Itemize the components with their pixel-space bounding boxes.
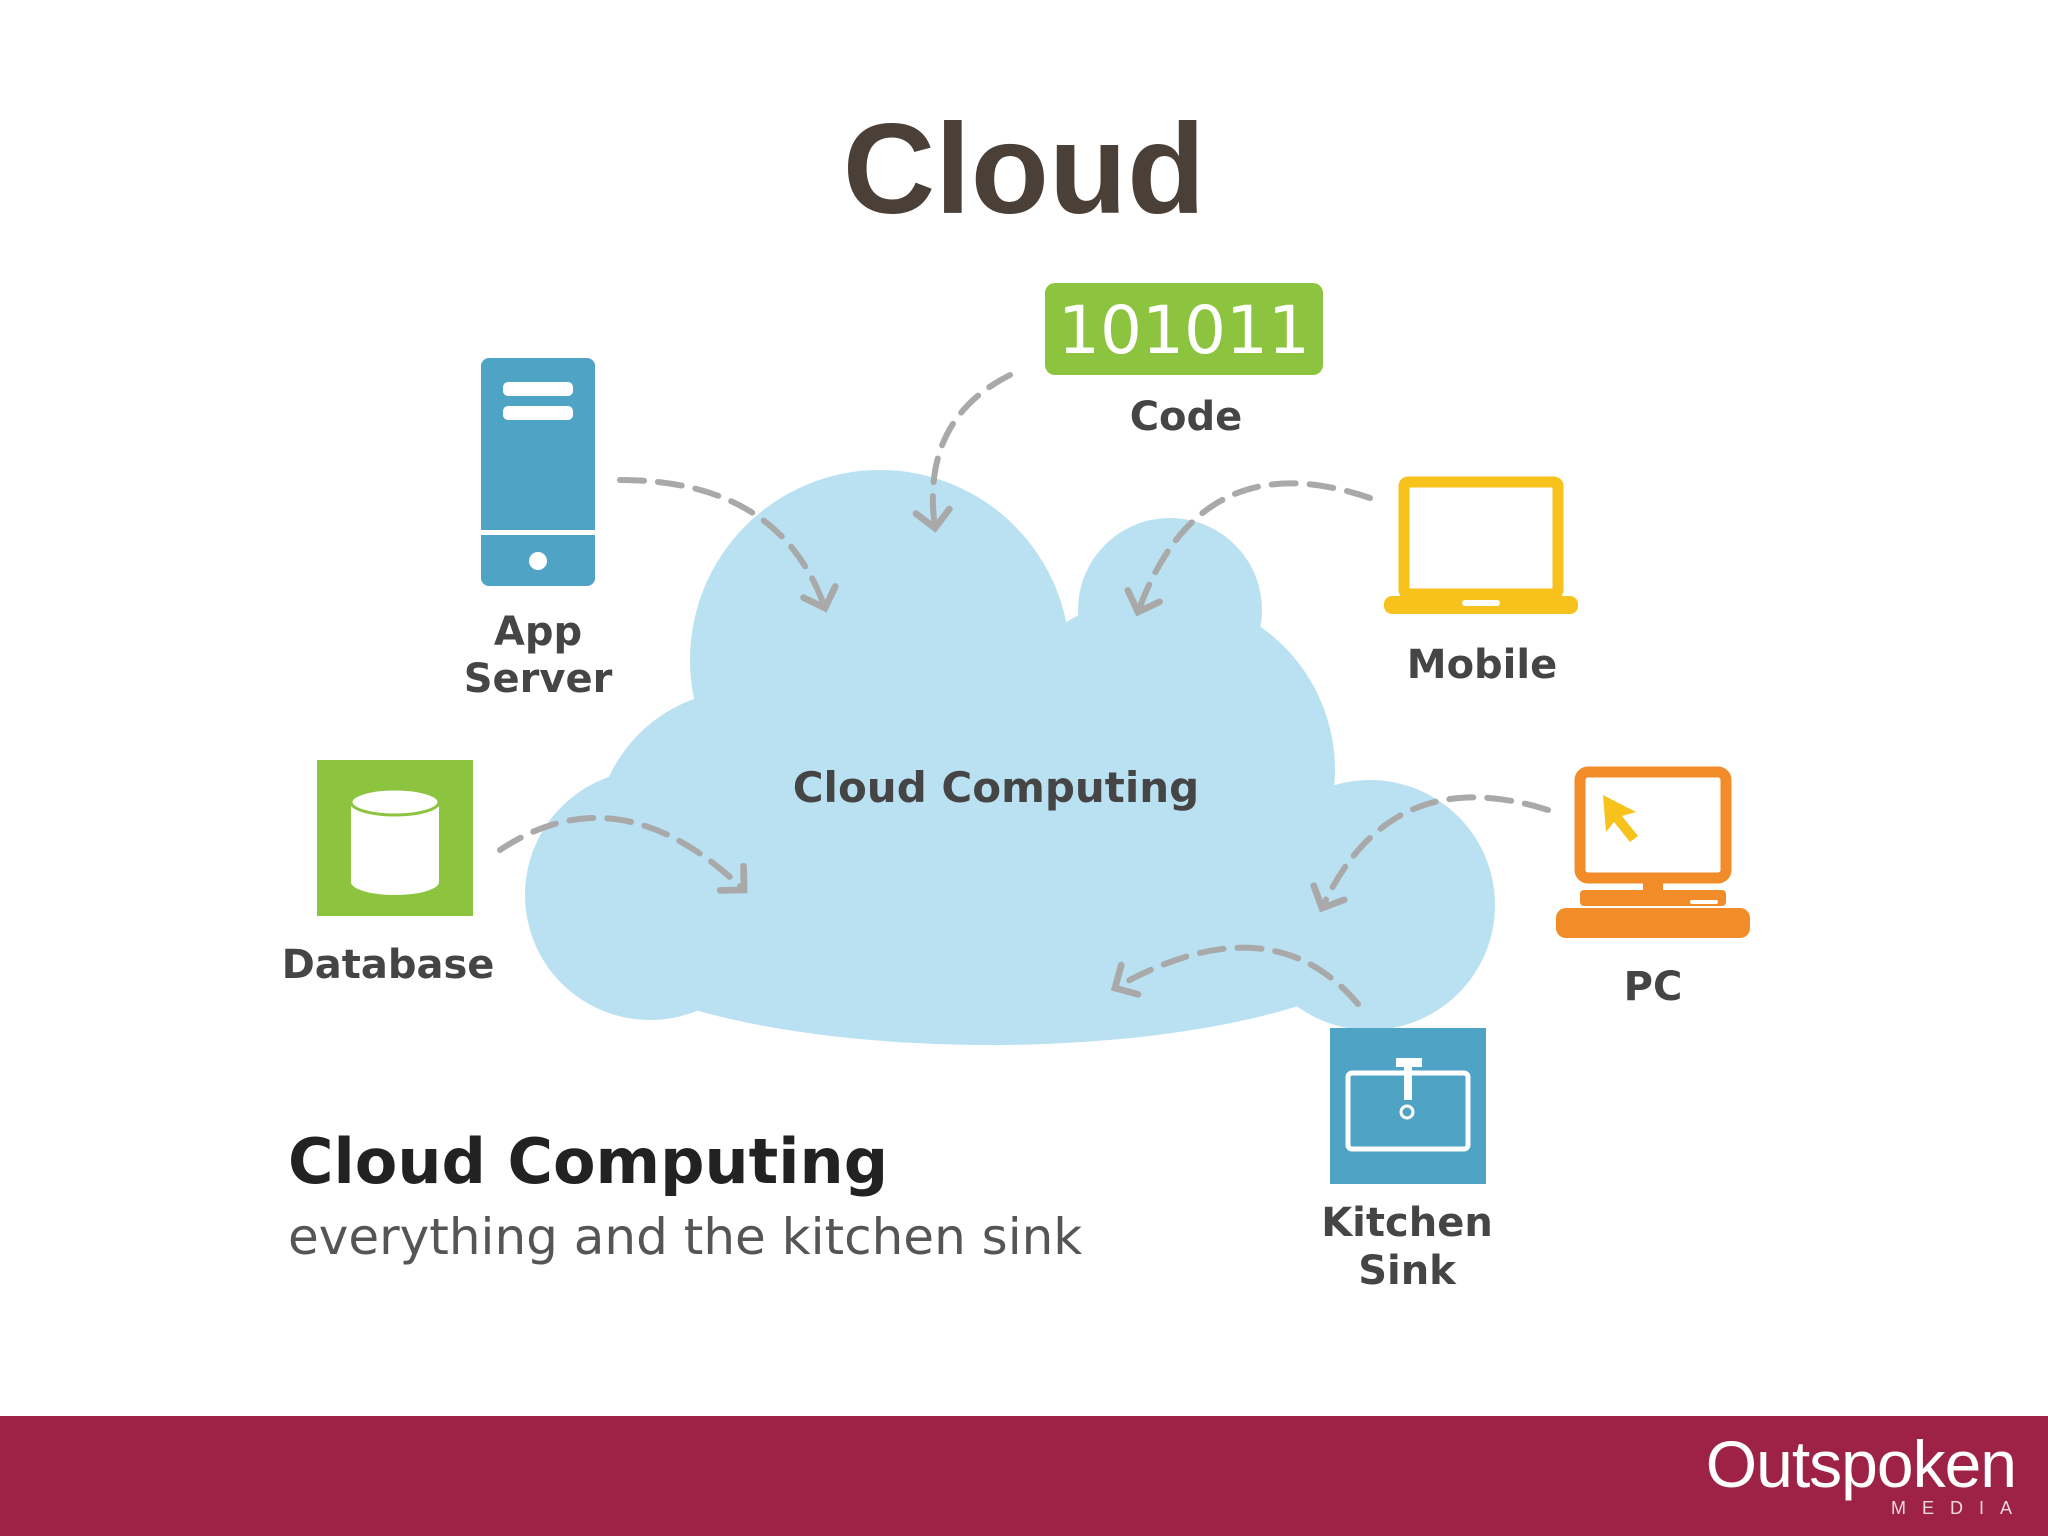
logo-subtext: MEDIA (1890, 1498, 2028, 1518)
kitchen-sink-label-line2: Sink (1358, 1248, 1457, 1294)
code-badge-text: 101011 (1058, 292, 1310, 369)
logo-wordmark: Outspoken (1705, 1427, 2017, 1501)
database-node: Database (282, 760, 495, 988)
footer-bar (0, 1416, 2048, 1536)
arrow-app-server-to-cloud (617, 477, 839, 613)
app-server-label-line1: App (494, 609, 582, 655)
app-server-node: App Server (464, 358, 613, 702)
cloud-center-label: Cloud Computing (793, 763, 1200, 812)
pc-icon (1556, 766, 1750, 938)
cloud-shape (525, 470, 1495, 1045)
server-icon (481, 358, 595, 586)
database-icon (317, 760, 473, 916)
database-label: Database (282, 942, 495, 988)
caption-title: Cloud Computing (288, 1125, 888, 1198)
code-badge-icon (1045, 283, 1323, 375)
kitchen-sink-label-line1: Kitchen (1321, 1200, 1493, 1246)
code-label: Code (1130, 394, 1243, 440)
arrow-pc-to-cloud (1310, 794, 1551, 913)
kitchen-sink-node: Kitchen Sink (1321, 1028, 1493, 1294)
mobile-node: Mobile (1384, 476, 1578, 688)
caption-subtitle: everything and the kitchen sink (288, 1208, 1082, 1266)
slide-title: Cloud (842, 98, 1206, 241)
sink-icon (1330, 1028, 1486, 1184)
laptop-icon (1384, 476, 1578, 614)
mobile-label: Mobile (1407, 642, 1557, 688)
pc-label: PC (1624, 964, 1683, 1010)
arrow-code-to-cloud (912, 372, 1013, 533)
code-node: 101011 Code (1045, 283, 1323, 440)
app-server-label-line2: Server (464, 656, 613, 702)
outspoken-media-logo: Outspoken MEDIA (1616, 1427, 2017, 1526)
arrow-database-to-cloud (497, 815, 748, 894)
arrow-kitchen-sink-to-cloud (1110, 944, 1361, 1007)
arrow-mobile-to-cloud (1124, 480, 1373, 617)
pc-node: PC (1556, 766, 1750, 1010)
